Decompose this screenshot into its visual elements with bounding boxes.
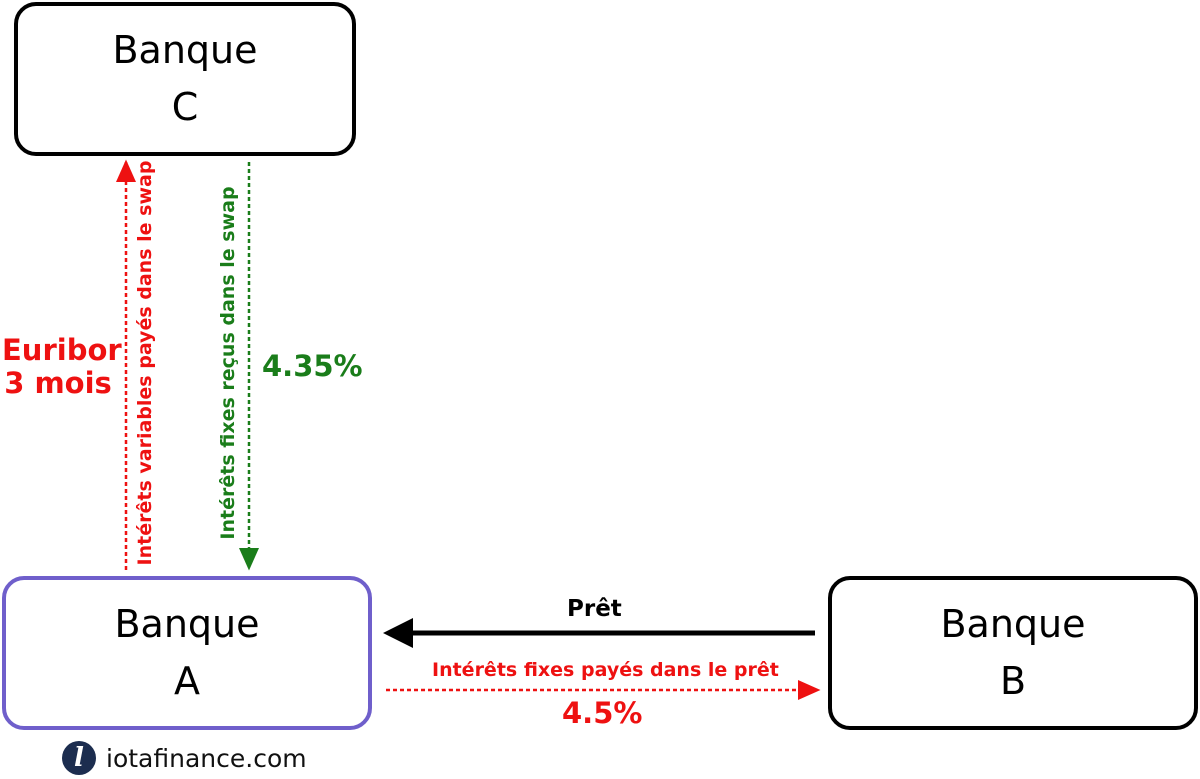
bank-b-line1: Banque (940, 602, 1086, 646)
bank-b-line2: B (999, 659, 1027, 703)
euribor-rate-label: Euribor 3 mois (2, 333, 122, 401)
bank-c-box: Banque C (14, 2, 356, 156)
euribor-line1: Euribor (2, 333, 122, 367)
loan-rate: 4.5% (562, 696, 643, 730)
brand-text: iotafinance.com (106, 743, 307, 773)
loan-label: Prêt (567, 596, 622, 622)
brand[interactable]: l iotafinance.com (62, 741, 307, 775)
bank-a-line2: A (174, 659, 200, 703)
bank-c-line2: C (171, 85, 199, 129)
loan-interest-label: Intérêts fixes payés dans le prêt (432, 659, 779, 681)
fixed-swap-rate: 4.35% (262, 349, 363, 383)
bank-a-box: Banque A (2, 576, 372, 730)
bank-b-box: Banque B (828, 576, 1198, 730)
bank-a-line1: Banque (114, 602, 260, 646)
variable-interest-label: Intérêts variables payés dans le swap (134, 160, 156, 566)
euribor-line2: 3 mois (4, 366, 112, 401)
fixed-interest-label: Intérêts fixes reçus dans le swap (217, 186, 239, 540)
iota-logo-icon: l (62, 741, 96, 775)
bank-c-line1: Banque (112, 28, 258, 72)
